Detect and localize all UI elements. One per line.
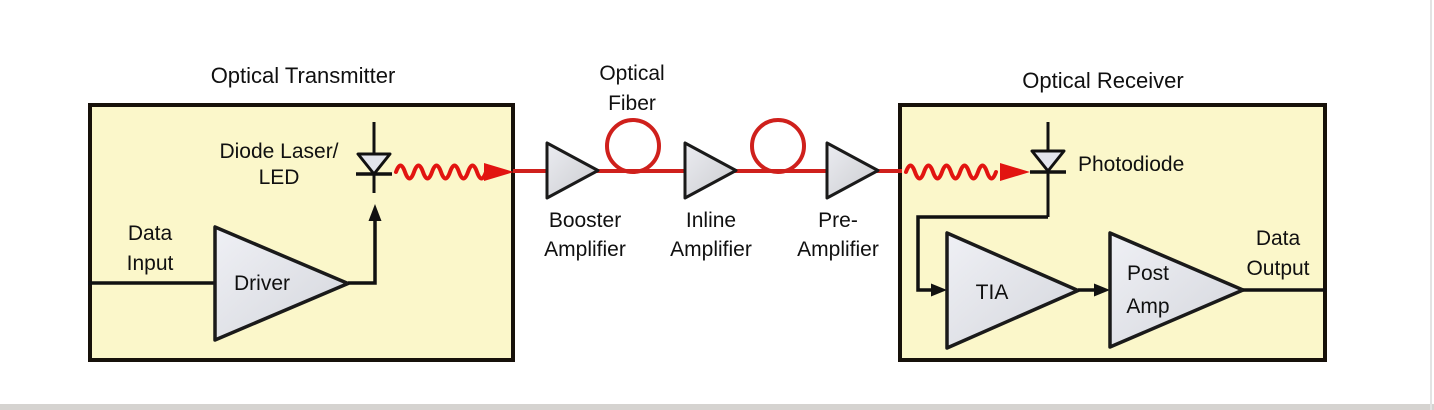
diode-laser-label: Diode Laser/LED [219,140,339,189]
page-bottom-strip [0,404,1434,410]
optical-transmitter-box [88,103,515,362]
optical-fiber-label-line2: Fiber [608,92,656,115]
optical-fiber-label-line1: Optical [599,62,665,85]
booster-amplifier-triangle [545,141,600,200]
pre-amplifier-triangle [825,141,880,200]
receiver-title: Optical Receiver [1022,68,1184,93]
photodiode-icon [1030,122,1066,217]
optical-signal-wave-arrow [394,163,514,181]
photodiode-to-tia-wire [916,215,1048,297]
laser-diode-icon [356,122,392,193]
photodiode-label: Photodiode [1078,153,1185,176]
driver-amplifier-triangle [213,225,350,342]
tia-to-postamp-wire [1078,283,1110,297]
page-right-edge [1430,0,1432,410]
tia-amplifier-triangle [945,231,1080,350]
pre-amplifier-label: Pre-Amplifier [797,209,879,261]
transmitter-title: Optical Transmitter [210,63,396,88]
optical-signal-wave-arrow [904,163,1030,181]
fiber-loop-icon [605,118,661,174]
fiber-loop-icon [750,118,806,174]
tia-label: TIA [975,281,1009,304]
driver-to-laser-wire [348,204,382,285]
driver-label: Driver [234,272,290,295]
inline-amplifier-triangle [683,141,738,200]
post-amplifier-triangle [1108,231,1245,349]
